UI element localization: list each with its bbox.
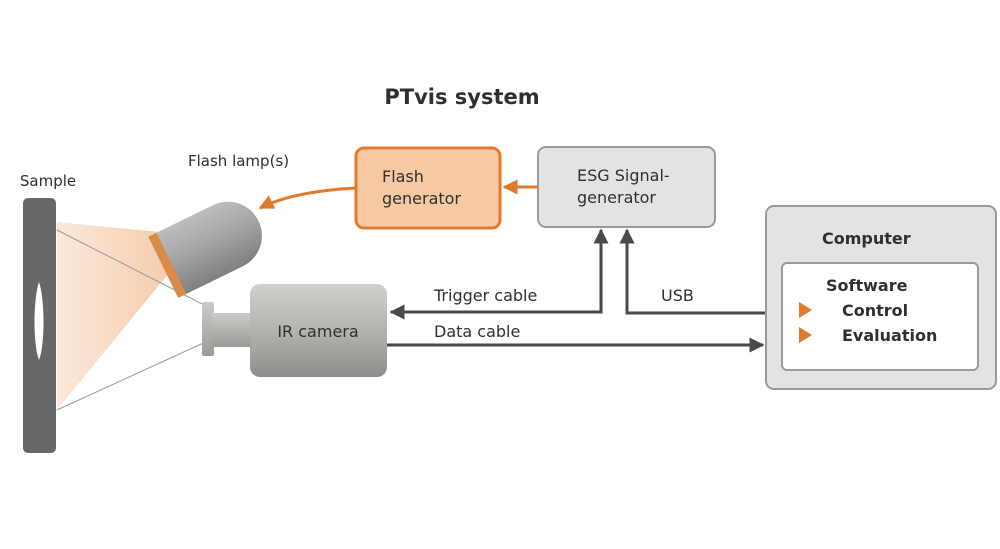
page-title: PTvis system [384,85,539,109]
computer-label: Computer [822,229,911,248]
signal-generator-label-1: ESG Signal- [577,166,670,185]
usb-label: USB [661,286,694,305]
flash-generator-label-1: Flash [382,167,424,186]
ir-camera-label: IR camera [277,322,358,341]
camera-view-line-bottom [56,339,211,411]
software-label: Software [826,276,908,295]
trigger-cable-label: Trigger cable [433,286,537,305]
triangle-bullet-icon [799,302,812,318]
signal-generator-label-2: generator [577,188,656,207]
signal-generator-box [537,146,716,228]
flash-lamp-icon [148,201,262,298]
light-beam [57,222,178,410]
flash-generator-box [354,146,502,230]
ir-camera-icon [202,284,387,377]
flash-to-lamp-arrow [258,186,357,210]
sample-defect [34,282,44,360]
sample-label: Sample [20,172,76,190]
software-box [781,262,979,371]
software-item-evaluation: Evaluation [842,326,937,345]
software-item-control: Control [842,301,908,320]
triangle-bullet-icon [799,327,812,343]
flash-generator-label-2: generator [382,189,461,208]
camera-view-line-top [56,229,211,309]
flash-lamp-label: Flash lamp(s) [188,152,289,170]
usb-cable-line [619,228,765,315]
data-cable-label: Data cable [434,322,520,341]
